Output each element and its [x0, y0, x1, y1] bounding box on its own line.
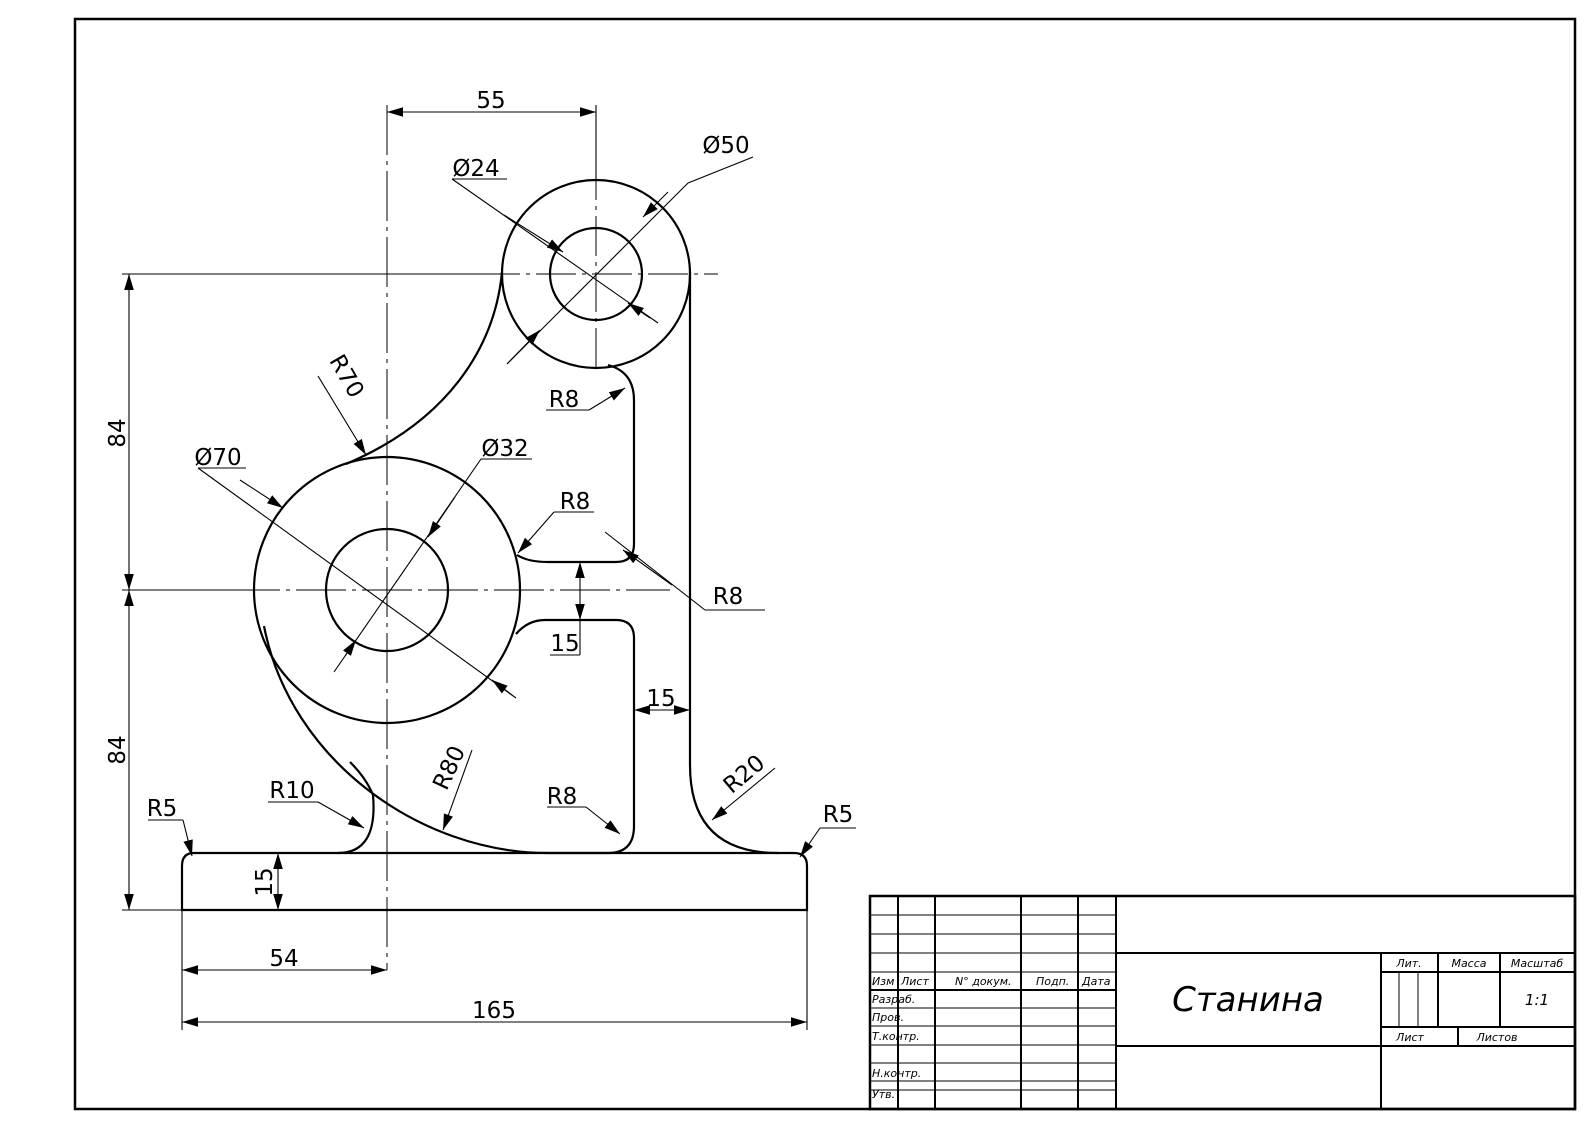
dim-r70: R70: [323, 350, 368, 402]
tb-masshtab: Масштаб: [1511, 957, 1563, 970]
dim-15-slot: 15: [550, 631, 579, 657]
right-edge: [688, 272, 779, 855]
tb-sheets: Листов: [1475, 1031, 1517, 1044]
dimension-lines: [122, 105, 856, 1030]
tb-list-header: Лист: [900, 975, 929, 988]
lower-window: [515, 618, 636, 855]
dim-r80: R80: [428, 742, 471, 794]
dim-d50: Ø50: [702, 133, 749, 159]
dim-84-upper: 84: [105, 418, 131, 447]
r70-arc: [345, 271, 504, 466]
title-block: [868, 894, 1577, 1111]
dimension-labels: 55 Ø24 Ø50 R70 84 84 R8 Ø70 Ø32 R8 R8 15…: [105, 88, 853, 1024]
tb-prov: Пров.: [872, 1011, 904, 1024]
dim-r8-right: R8: [713, 584, 744, 610]
dim-r8-upper: R8: [549, 387, 580, 413]
dim-15-web: 15: [646, 686, 675, 712]
tb-utv: Утв.: [872, 1088, 895, 1101]
tb-massa: Масса: [1451, 957, 1486, 970]
dim-84-lower: 84: [105, 735, 131, 764]
dim-r5-right: R5: [823, 802, 854, 828]
tb-lit: Лит.: [1395, 957, 1421, 970]
tb-scale: 1:1: [1525, 991, 1549, 1009]
dim-r20: R20: [719, 750, 770, 799]
r10-fillet: [337, 761, 375, 855]
dim-r10: R10: [269, 778, 314, 804]
center-lines: [230, 105, 718, 970]
dim-r8-lower: R8: [547, 784, 578, 810]
dim-d24: Ø24: [452, 156, 499, 182]
dim-r8-mid: R8: [560, 489, 591, 515]
tb-sheet: Лист: [1395, 1031, 1424, 1044]
dim-d32: Ø32: [481, 436, 528, 462]
tb-drawing-title: Станина: [1172, 980, 1324, 1020]
dim-55: 55: [476, 88, 505, 114]
tb-nkontr: Н.контр.: [872, 1067, 921, 1080]
dim-165: 165: [472, 998, 516, 1024]
drawing-frame: [73, 17, 1577, 1111]
title-block-text: Изм Лист N° докум. Подп. Дата Разраб. Пр…: [872, 957, 1563, 1101]
dim-r5-left: R5: [147, 796, 178, 822]
dim-d70: Ø70: [194, 445, 241, 471]
dim-base-15: 15: [252, 867, 278, 896]
tb-razrab: Разраб.: [872, 993, 915, 1006]
tb-doc-no: N° докум.: [955, 975, 1012, 988]
tb-izm: Изм: [872, 975, 894, 988]
dim-54: 54: [269, 946, 298, 972]
tb-tkontr: Т.контр.: [872, 1030, 920, 1043]
tb-sign: Подп.: [1036, 975, 1069, 988]
r80-arc: [262, 625, 549, 855]
tb-date: Дата: [1081, 975, 1111, 988]
